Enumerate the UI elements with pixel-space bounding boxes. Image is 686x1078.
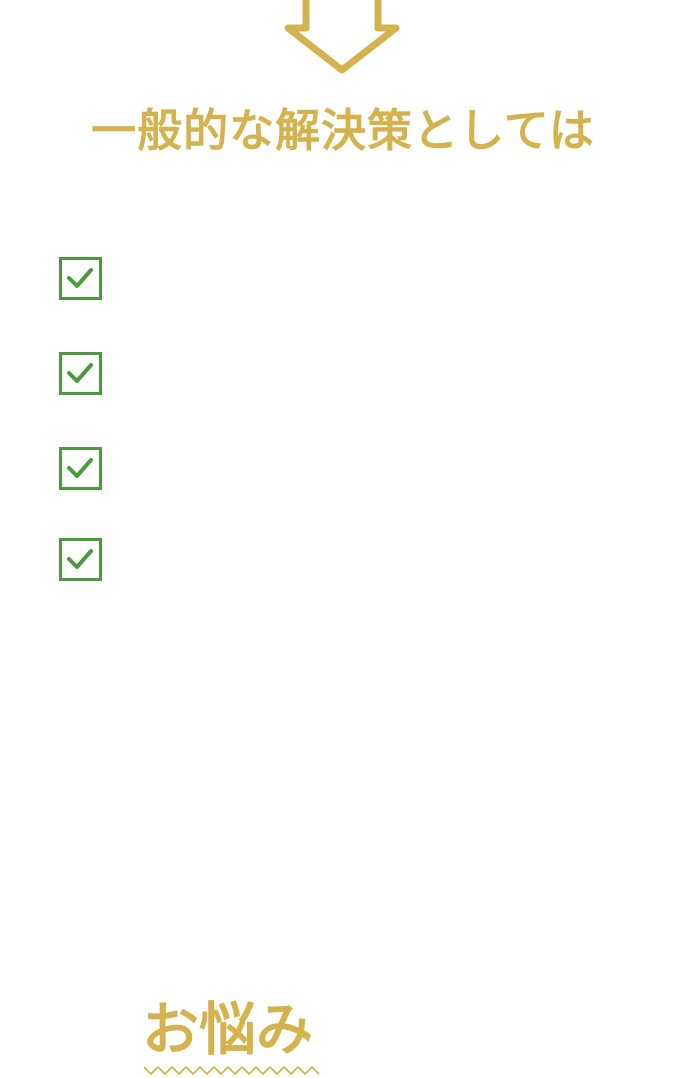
worry-label: お悩み [142, 997, 313, 1063]
section-heading: 一般的な解決策としては [91, 104, 595, 157]
zigzag-underline-icon [144, 1066, 320, 1075]
checklist-item [59, 257, 102, 300]
checklist-item [59, 352, 102, 395]
down-arrow-icon [284, 0, 400, 74]
checklist-item [59, 538, 102, 581]
checked-checkbox-icon [59, 538, 102, 581]
solution-checklist [59, 257, 102, 633]
checklist-item [59, 447, 102, 490]
checked-checkbox-icon [59, 447, 102, 490]
checked-checkbox-icon [59, 352, 102, 395]
worry-heading: お悩み [142, 995, 322, 1075]
checked-checkbox-icon [59, 257, 102, 300]
